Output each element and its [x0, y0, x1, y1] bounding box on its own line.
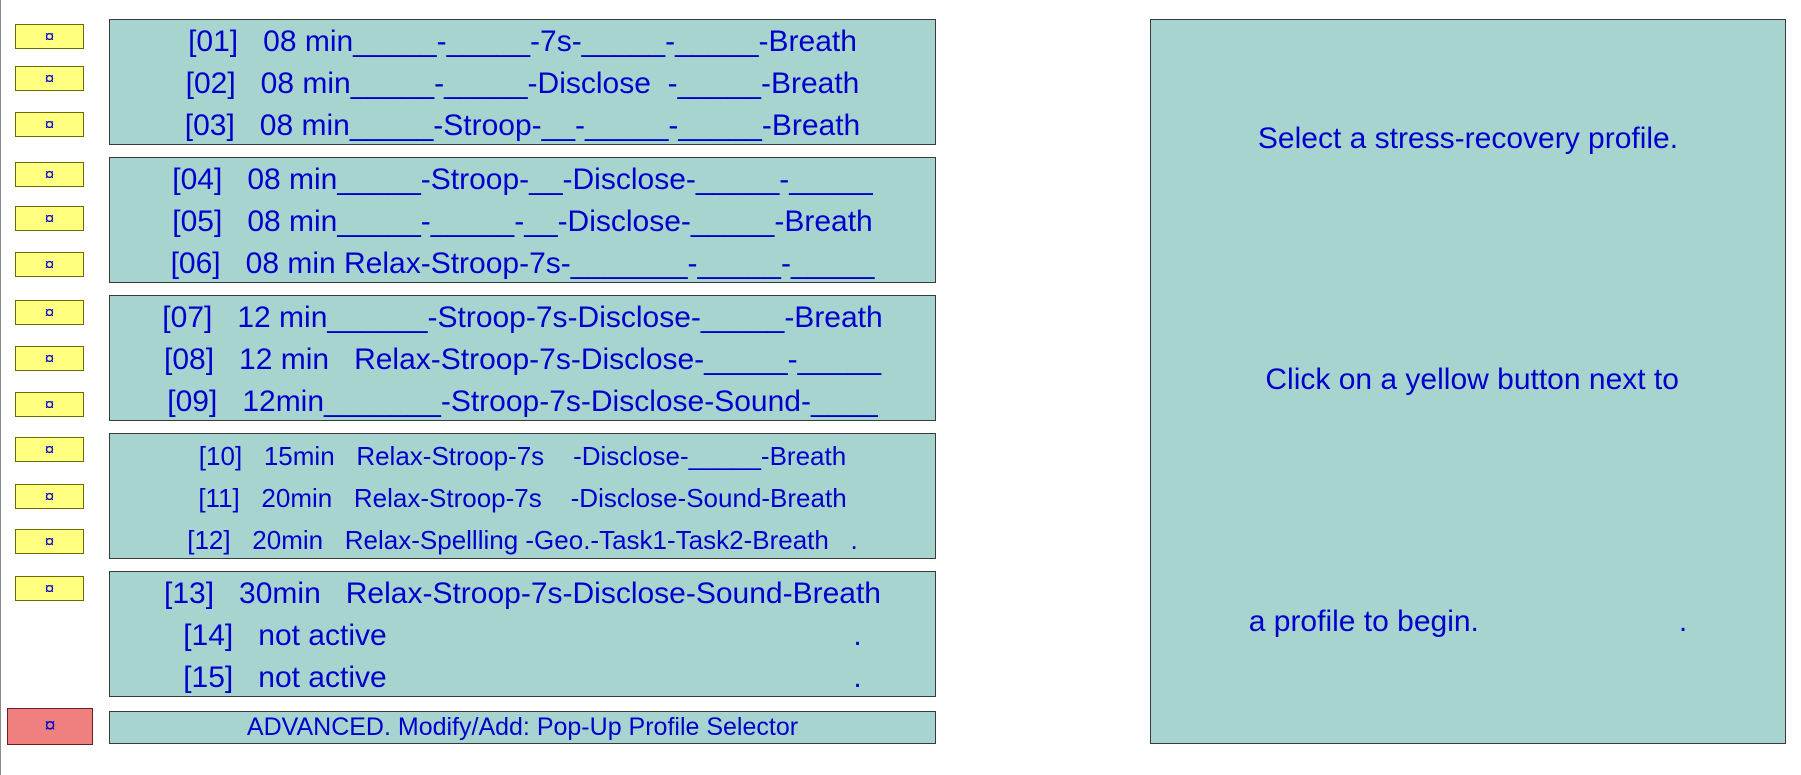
profile-06-label[interactable]: [06] 08 min Relax-Stroop-7s-_______-____…	[170, 247, 875, 280]
profile-14-label: [14] not active .	[183, 619, 862, 652]
profile-08-label[interactable]: [08] 12 min Relax-Stroop-7s-Disclose-___…	[163, 343, 882, 376]
advanced-profile-selector[interactable]: ADVANCED. Modify/Add: Pop-Up Profile Sel…	[109, 711, 936, 744]
profile-09-label[interactable]: [09] 12min_______-Stroop-7s-Disclose-Sou…	[167, 385, 878, 418]
profile-05-label[interactable]: [05] 08 min_____-_____-__-Disclose-_____…	[172, 205, 873, 238]
profile-03-button[interactable]: ¤	[15, 112, 84, 137]
profile-group-2: [04] 08 min_____-Stroop-__-Disclose-____…	[109, 157, 936, 283]
left-border	[0, 0, 1, 775]
profile-08-button[interactable]: ¤	[15, 346, 84, 371]
advanced-button[interactable]: ¤	[7, 708, 93, 745]
profile-13-button[interactable]: ¤	[15, 576, 84, 601]
profile-09-button[interactable]: ¤	[15, 392, 84, 417]
profile-15-label: [15] not active .	[183, 661, 862, 694]
profile-07-label[interactable]: [07] 12 min______-Stroop-7s-Disclose-___…	[162, 301, 883, 334]
profile-03-label[interactable]: [03] 08 min_____-Stroop-__-_____-_____-B…	[184, 109, 861, 142]
instruction-line-3: a profile to begin. .	[1248, 605, 1688, 638]
profile-02-button[interactable]: ¤	[15, 66, 84, 91]
profile-05-button[interactable]: ¤	[15, 206, 84, 231]
profile-12-button[interactable]: ¤	[15, 529, 84, 554]
profile-04-button[interactable]: ¤	[15, 162, 84, 187]
profile-07-button[interactable]: ¤	[15, 300, 84, 325]
profile-11-button[interactable]: ¤	[15, 484, 84, 509]
profile-01-label[interactable]: [01] 08 min_____-_____-7s-_____-_____-Br…	[188, 25, 857, 58]
instruction-line-1: Select a stress-recovery profile.	[1257, 122, 1679, 155]
profile-02-label[interactable]: [02] 08 min_____-_____-Disclose -_____-B…	[185, 67, 860, 100]
profile-group-3: [07] 12 min______-Stroop-7s-Disclose-___…	[109, 295, 936, 421]
profile-10-button[interactable]: ¤	[15, 437, 84, 462]
profile-11-label[interactable]: [11] 20min Relax-Stroop-7s -Disclose-Sou…	[198, 483, 847, 513]
instructions-panel: Select a stress-recovery profile. Click …	[1150, 19, 1786, 744]
profile-group-4: [10] 15min Relax-Stroop-7s -Disclose-___…	[109, 433, 936, 559]
profile-13-label[interactable]: [13] 30min Relax-Stroop-7s-Disclose-Soun…	[164, 577, 881, 610]
profile-01-button[interactable]: ¤	[15, 24, 84, 49]
profile-04-label[interactable]: [04] 08 min_____-Stroop-__-Disclose-____…	[172, 163, 873, 196]
profile-12-label[interactable]: [12] 20min Relax-Spellling -Geo.-Task1-T…	[187, 525, 858, 555]
profile-06-button[interactable]: ¤	[15, 252, 84, 277]
instruction-line-2: Click on a yellow button next to	[1257, 363, 1679, 396]
profile-group-5: [13] 30min Relax-Stroop-7s-Disclose-Soun…	[109, 571, 936, 697]
profile-group-1: [01] 08 min_____-_____-7s-_____-_____-Br…	[109, 19, 936, 145]
profile-10-label[interactable]: [10] 15min Relax-Stroop-7s -Disclose-___…	[198, 441, 847, 471]
